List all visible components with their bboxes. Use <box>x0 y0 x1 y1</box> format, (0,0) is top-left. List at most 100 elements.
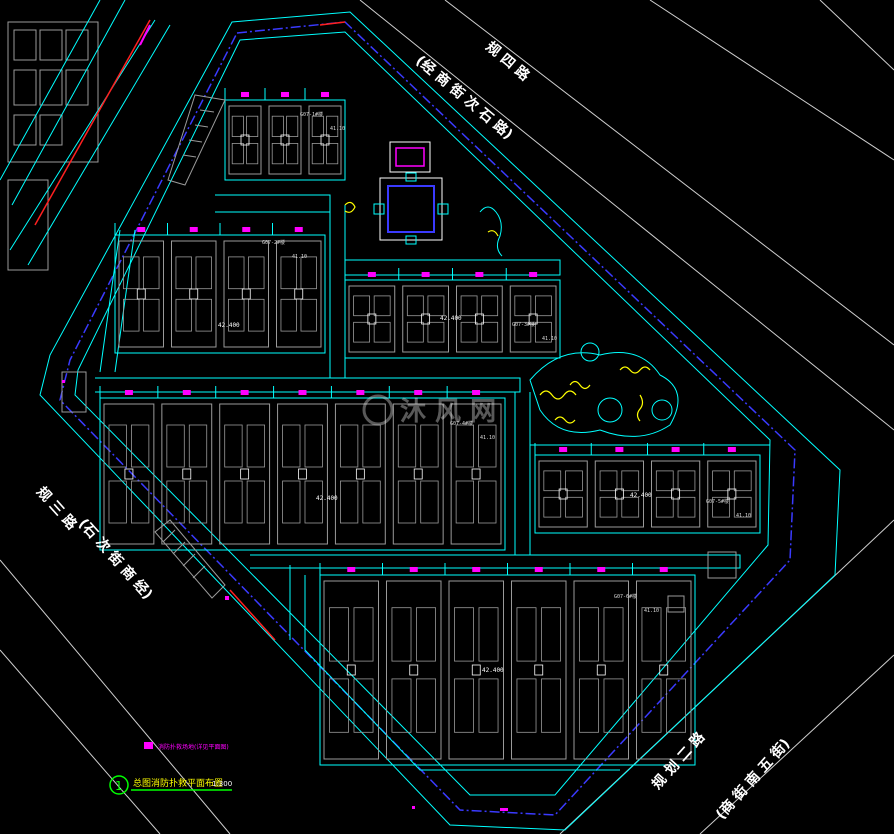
unit-outline <box>456 285 503 353</box>
room-outline <box>655 470 674 492</box>
fire-site-marker <box>597 567 606 572</box>
building-code-label: G07-4#楼 <box>450 420 473 427</box>
stair-core <box>355 468 365 480</box>
unit-outline <box>219 403 271 545</box>
room-outline <box>481 321 499 343</box>
unit-outline <box>386 580 442 760</box>
building-elev-label: 41.10 <box>542 336 557 342</box>
room-outline <box>579 678 599 733</box>
fire-site-marker <box>421 272 430 277</box>
stair-core <box>182 468 192 480</box>
room-outline <box>478 678 499 733</box>
room-outline <box>599 470 618 492</box>
room-outline <box>282 424 301 468</box>
room-outline <box>340 424 359 468</box>
room-outline <box>478 480 497 524</box>
room-outline <box>666 607 686 662</box>
room-outline <box>516 607 537 662</box>
building-code-label: G07-5#楼 <box>706 498 729 505</box>
stair-core <box>136 288 146 300</box>
stair-core <box>294 288 304 300</box>
building-outline <box>224 99 346 181</box>
room-outline <box>188 424 208 468</box>
unit-outline <box>334 403 386 545</box>
room-outline <box>535 321 552 343</box>
stair-core <box>240 134 250 146</box>
room-outline <box>543 470 562 492</box>
room-outline <box>641 607 662 662</box>
stair-core <box>409 664 419 676</box>
room-outline <box>516 678 537 733</box>
fire-site-marker <box>559 447 568 452</box>
room-outline <box>514 295 532 317</box>
stair-core <box>671 488 681 500</box>
room-outline <box>108 424 127 468</box>
room-outline <box>353 295 370 317</box>
room-outline <box>231 115 244 137</box>
stair-core <box>413 468 423 480</box>
room-outline <box>535 295 552 317</box>
unit-outline <box>323 580 379 760</box>
room-outline <box>391 678 412 733</box>
building-block-3 <box>344 268 561 359</box>
room-outline <box>228 256 245 290</box>
stair-core <box>189 288 199 300</box>
room-outline <box>246 480 265 524</box>
title-text: 总图消防扑救平面布置 <box>133 777 223 789</box>
fire-site-marker <box>529 272 538 277</box>
stair-core <box>124 468 134 480</box>
building-block-4 <box>99 386 506 551</box>
red-boundary-north <box>319 21 346 26</box>
stair-core <box>367 313 377 325</box>
title-scale: 1:300 <box>212 780 232 788</box>
stair-core <box>280 134 290 146</box>
stair-core <box>528 313 538 325</box>
room-outline <box>326 142 339 165</box>
room-outline <box>666 678 686 733</box>
room-outline <box>543 496 562 518</box>
landscape-garden <box>344 201 679 437</box>
stair-core <box>320 134 330 146</box>
fire-site-marker <box>189 227 198 232</box>
fire-site-marker <box>137 227 146 232</box>
stair-core <box>614 488 624 500</box>
fire-site-marker <box>356 390 365 395</box>
unit-outline <box>448 580 504 760</box>
stair-core <box>346 664 356 676</box>
room-outline <box>353 607 374 662</box>
unit-outline <box>223 240 269 348</box>
room-outline <box>455 480 474 524</box>
adjacent-west-roads <box>0 0 171 266</box>
parking-ramps <box>154 94 226 599</box>
elevation-label-3: 42.400 <box>316 495 338 502</box>
site-road-edge <box>39 11 841 831</box>
room-outline <box>300 256 317 290</box>
legend-swatch <box>144 742 153 749</box>
room-outline <box>565 496 583 518</box>
fire-site-marker <box>534 567 543 572</box>
stair-core <box>558 488 568 500</box>
room-outline <box>286 115 299 137</box>
building-code-label: G07-3#楼 <box>512 321 535 328</box>
stair-core <box>534 664 544 676</box>
building-block-2 <box>114 223 326 354</box>
unit-outline <box>308 105 342 175</box>
room-outline <box>579 607 599 662</box>
fire-site-marker <box>124 390 133 395</box>
room-outline <box>427 321 445 343</box>
unit-outline <box>450 403 502 545</box>
room-outline <box>326 115 339 137</box>
room-outline <box>271 142 284 165</box>
unit-outline <box>573 580 629 760</box>
unit-outline <box>348 285 396 353</box>
room-outline <box>565 470 583 492</box>
room-outline <box>373 295 391 317</box>
room-outline <box>166 480 185 524</box>
unit-outline <box>228 105 262 175</box>
room-outline <box>460 321 478 343</box>
elevation-label-1: 42.400 <box>218 322 240 329</box>
room-outline <box>280 256 297 290</box>
stair-core <box>421 313 431 325</box>
room-outline <box>224 424 243 468</box>
